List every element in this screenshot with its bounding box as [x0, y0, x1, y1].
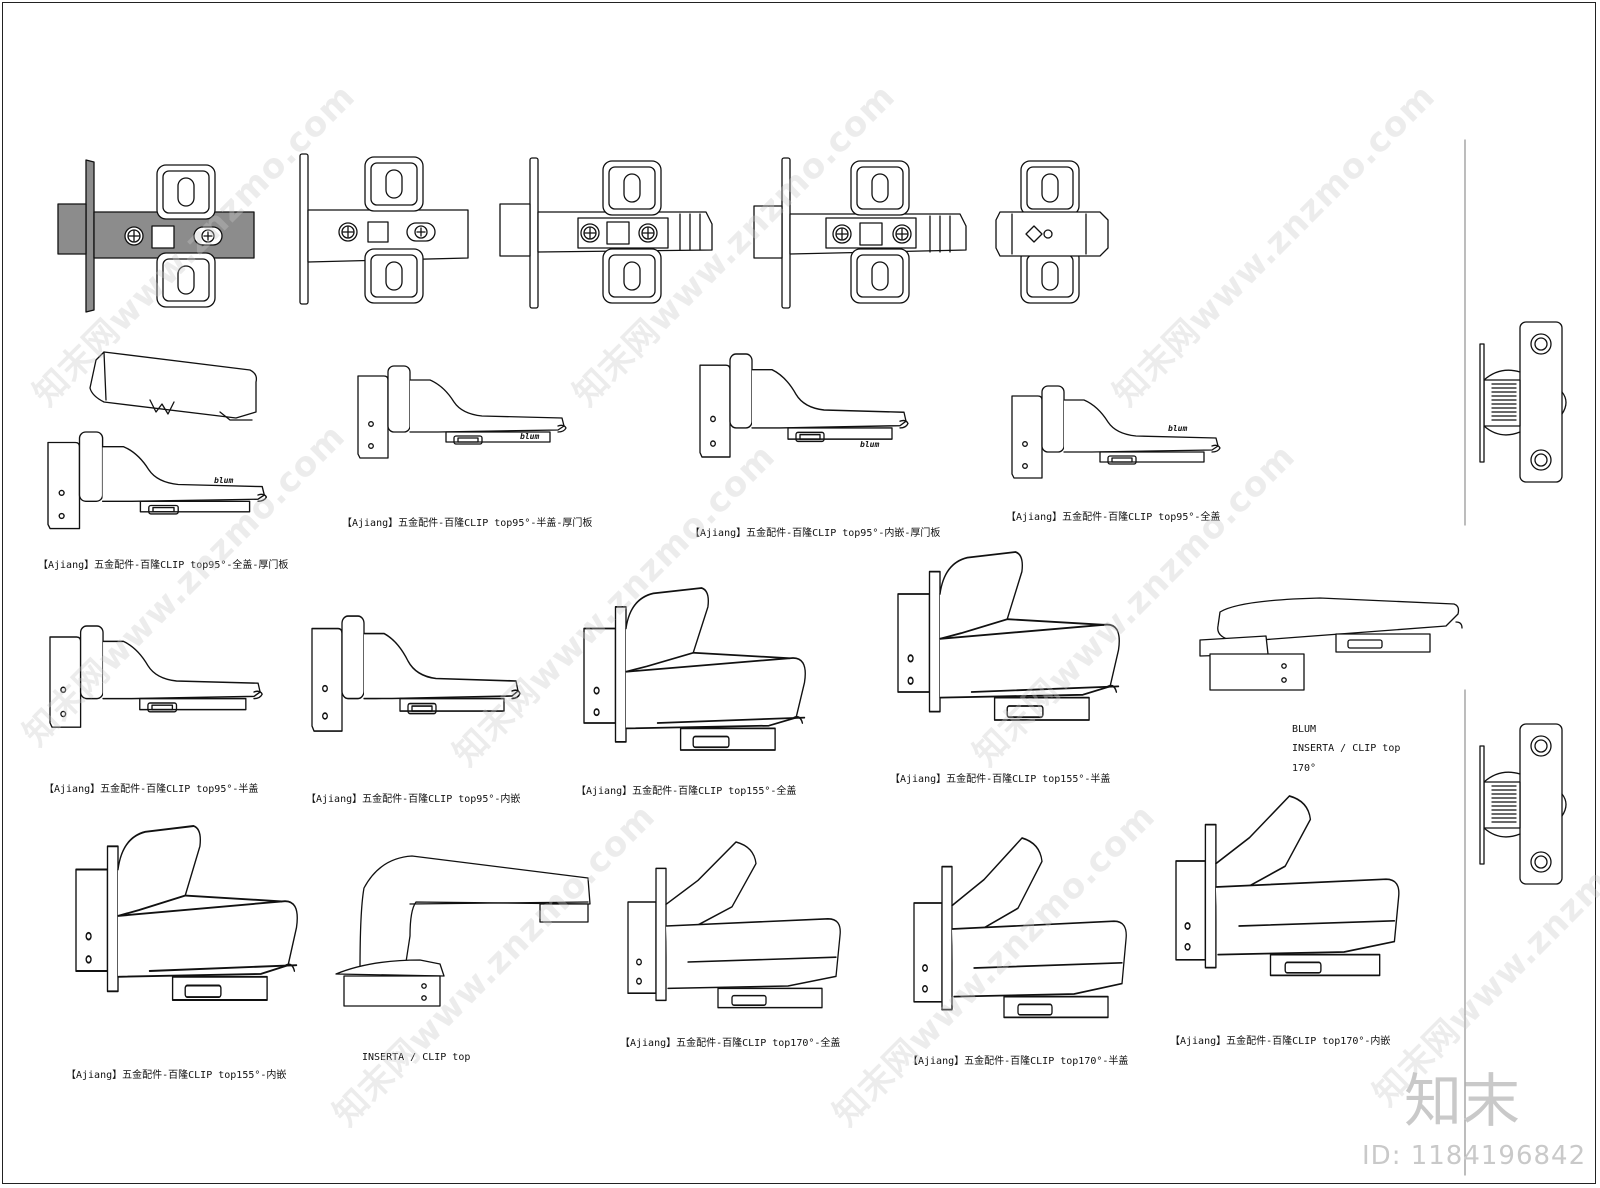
caption-full-95: 【Ajiang】五金配件-百隆CLIP top95°-全盖: [1006, 512, 1221, 523]
hinge-inserta-closed: [335, 855, 591, 1007]
caption-half-170: 【Ajiang】五金配件-百隆CLIP top170°-半盖: [908, 1056, 1129, 1067]
caption-full-170: 【Ajiang】五金配件-百隆CLIP top170°-全盖: [620, 1038, 841, 1049]
hinge-inserta-open: [1199, 597, 1463, 691]
image-id-label: ID: 1184196842: [1362, 1141, 1587, 1171]
hinge-full-95: [1011, 385, 1221, 479]
blum-note-line1: BLUM: [1292, 724, 1317, 735]
blum-mark: blum: [214, 476, 234, 485]
top-view-4: [753, 157, 967, 309]
brand-logo: 知末: [1404, 1067, 1521, 1135]
hinge-inset-170: [1175, 795, 1400, 977]
caption-inset-170: 【Ajiang】五金配件-百隆CLIP top170°-内嵌: [1170, 1036, 1391, 1047]
caption-half-155: 【Ajiang】五金配件-百隆CLIP top155°-半盖: [890, 774, 1111, 785]
caption-half-thick: 【Ajiang】五金配件-百隆CLIP top95°-半盖-厚门板: [342, 518, 593, 529]
hinge-inset-155: [75, 825, 299, 1001]
top-view-1: [57, 159, 255, 313]
top-view-5: [995, 160, 1109, 304]
blum-mark: blum: [860, 440, 880, 449]
hinge-half-thick: [357, 365, 567, 459]
caption-inserta: INSERTA / CLIP top: [362, 1052, 471, 1063]
caption-inset-95: 【Ajiang】五金配件-百隆CLIP top95°-内嵌: [306, 794, 521, 805]
blum-note-line2: INSERTA / CLIP top: [1292, 743, 1401, 754]
blum-mark: blum: [520, 432, 540, 441]
blum-note-line3: 170°: [1292, 763, 1317, 774]
hinge-full-170: [627, 841, 842, 1009]
caption-full-155: 【Ajiang】五金配件-百隆CLIP top155°-全盖: [576, 786, 797, 797]
caption-half-95: 【Ajiang】五金配件-百隆CLIP top95°-半盖: [44, 784, 259, 795]
ear-plate-top: [1479, 321, 1567, 483]
ear-plate-bottom: [1479, 723, 1567, 885]
caption-inset-thick: 【Ajiang】五金配件-百隆CLIP top95°-内嵌-厚门板: [690, 528, 941, 539]
caption-full-thick: 【Ajiang】五金配件-百隆CLIP top95°-全盖-厚门板: [38, 560, 289, 571]
hinge-full-thick-closed: [89, 351, 258, 421]
top-view-3: [499, 157, 713, 309]
caption-inset-155: 【Ajiang】五金配件-百隆CLIP top155°-内嵌: [66, 1070, 287, 1081]
blum-mark: blum: [1168, 424, 1188, 433]
top-view-2: [299, 153, 469, 305]
